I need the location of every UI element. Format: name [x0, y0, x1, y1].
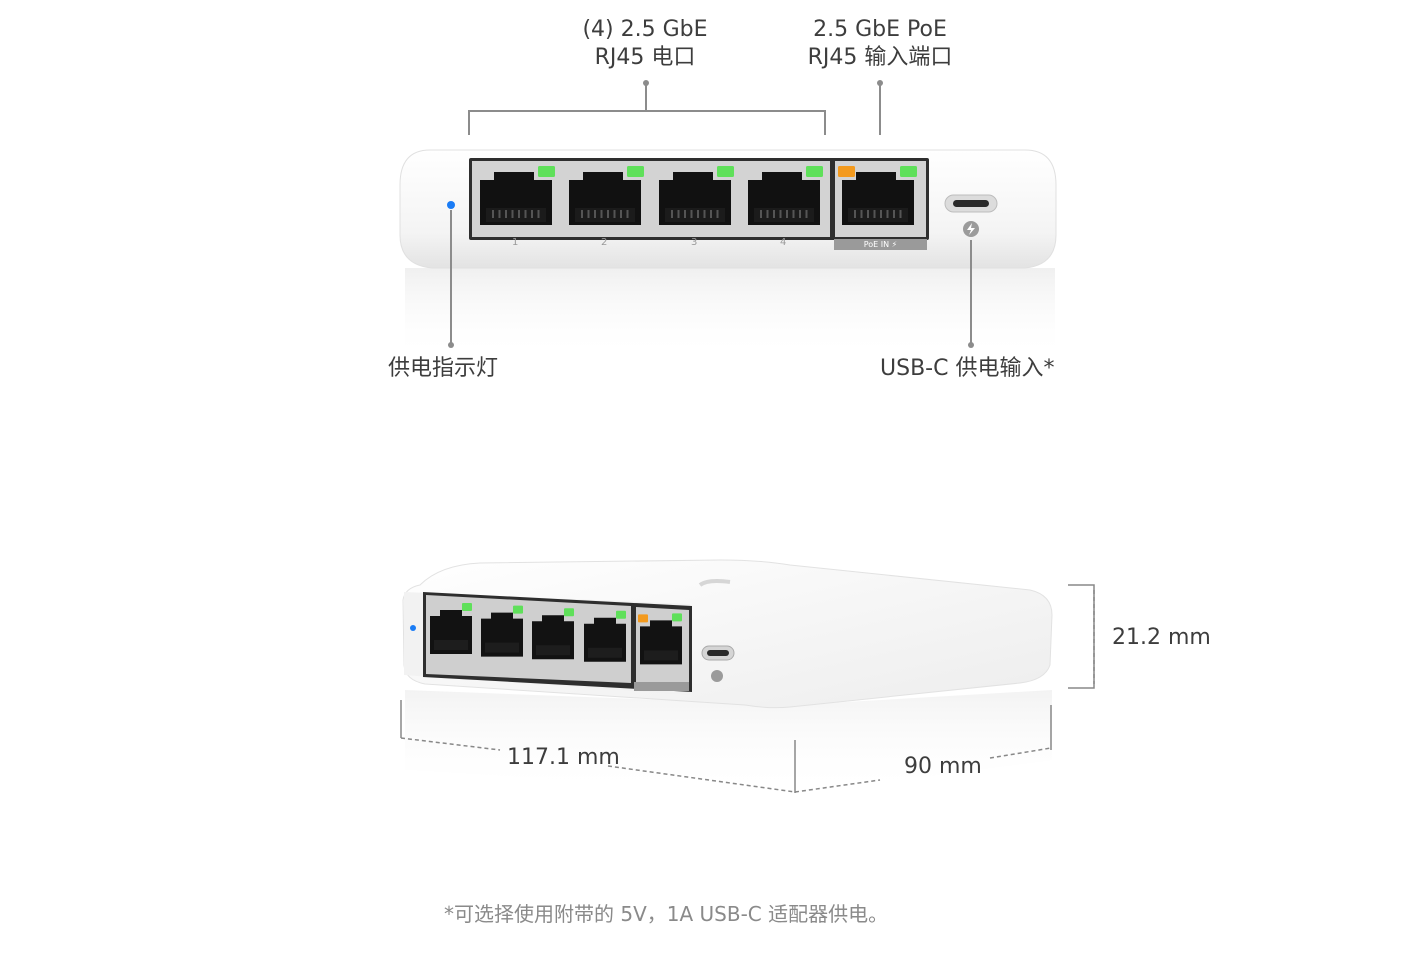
iso-rj45-port-5 [638, 613, 682, 665]
port-link-led [538, 166, 555, 177]
poe-led [838, 166, 855, 177]
callout-power-led: 供电指示灯 [388, 356, 499, 381]
iso-rj45-ports [430, 603, 682, 665]
dimension-depth: 90 mm [904, 754, 982, 779]
rj45-port-1 [480, 166, 555, 225]
rj45-port-3 [659, 166, 734, 225]
iso-rj45-port-1 [430, 603, 472, 654]
iso-rj45-port-3 [532, 608, 574, 660]
callout-poe-in: 2.5 GbE PoE RJ45 输入端口 [795, 16, 965, 72]
port-link-led [806, 166, 823, 177]
rj45-port-4 [748, 166, 823, 225]
callout-poe-line1: 2.5 GbE PoE [813, 17, 947, 42]
callout-lan-line2: RJ45 电口 [594, 45, 696, 70]
port-link-led [717, 166, 734, 177]
callout-usbc-power: USB-C 供电输入* [880, 356, 1055, 381]
power-led [447, 201, 455, 209]
callout-lines [450, 84, 972, 343]
footnote: *可选择使用附带的 5V，1A USB-C 适配器供电。 [444, 902, 889, 926]
iso-power-led [410, 625, 416, 631]
rj45-ports [480, 166, 917, 225]
rj45-port-2 [569, 166, 644, 225]
port-link-led [627, 166, 644, 177]
iso-reflection [405, 690, 1052, 795]
front-reflection [405, 268, 1055, 358]
dimension-lines [400, 584, 1095, 793]
callout-poe-line2: RJ45 输入端口 [807, 45, 953, 70]
callout-lan-line1: (4) 2.5 GbE [582, 17, 708, 42]
poe-in-tag: PoE IN ⚡ [834, 239, 927, 250]
iso-rj45-port-2 [481, 605, 523, 657]
dimension-height: 21.2 mm [1112, 625, 1211, 650]
ubiquiti-logo [698, 579, 731, 587]
iso-rj45-port-4 [584, 610, 626, 662]
port-number-1: 1 [512, 237, 519, 248]
rj45-port-5 [838, 166, 917, 225]
port-number-4: 4 [780, 237, 787, 248]
port-number-2: 2 [601, 237, 608, 248]
callout-lan-ports: (4) 2.5 GbE RJ45 电口 [560, 16, 730, 72]
port-link-led [900, 166, 917, 177]
port-number-3: 3 [691, 237, 698, 248]
dimension-width: 117.1 mm [507, 745, 620, 770]
